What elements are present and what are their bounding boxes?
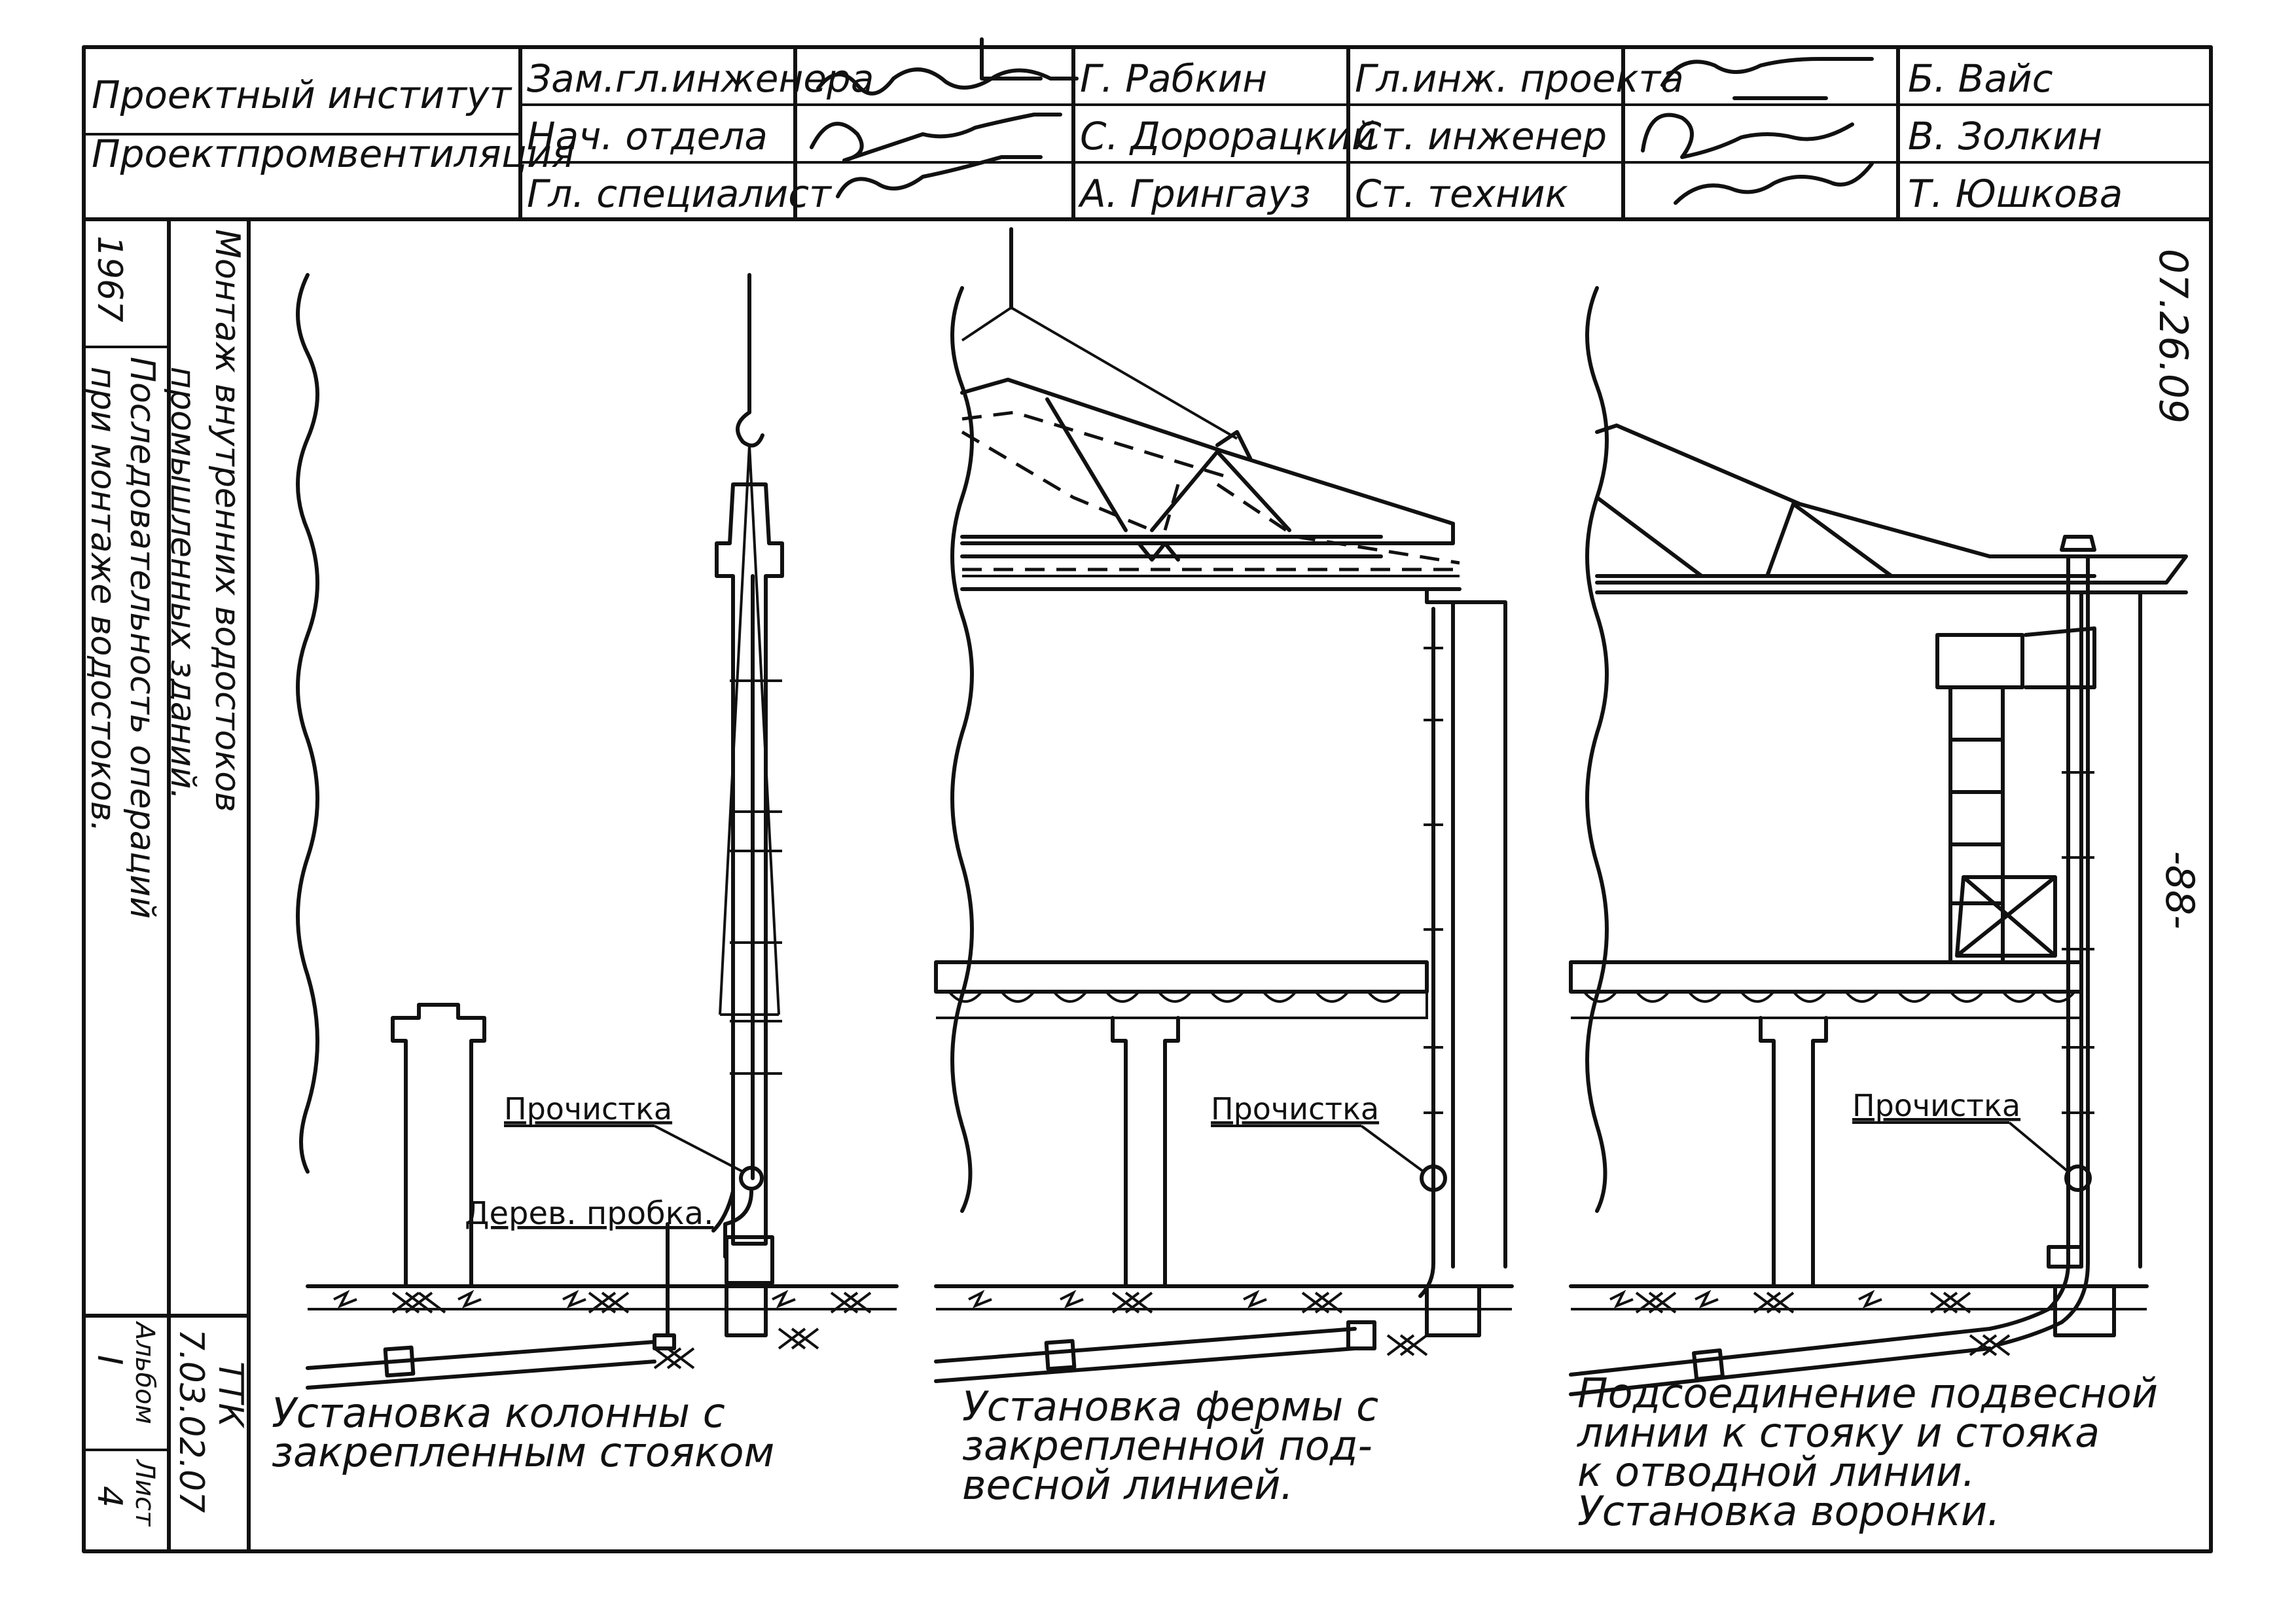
scaffold-base	[1955, 875, 2057, 958]
column	[2079, 590, 2142, 1269]
document-code: 7.03.02.07	[171, 1329, 211, 1513]
position-deputy-chief-engineer: Зам.гл.инженера	[527, 56, 874, 101]
album-label: Альбом	[130, 1320, 160, 1424]
name-vais: Б. Вайс	[1908, 56, 2053, 101]
break-line	[950, 286, 974, 1213]
signature-1-stroke	[980, 37, 1043, 81]
signature-1	[816, 67, 1079, 96]
floor-slab	[934, 960, 1429, 994]
panel-2-caption-line1: Установка фермы с	[962, 1382, 1378, 1430]
side-subtitle-line2: при монтаже водостоков.	[83, 367, 122, 832]
panel-3-caption-line3: к отводной линии.	[1577, 1448, 1975, 1496]
column	[1425, 587, 1507, 1269]
org-name-line1: Проектный институт	[92, 73, 512, 117]
panel-3-caption-line4: Установка воронки.	[1577, 1487, 2000, 1535]
signature-6	[1674, 162, 1874, 205]
name-zolkin: В. Золкин	[1908, 114, 2102, 158]
panel-1-caption-line2: закрепленным стояком	[272, 1428, 774, 1476]
panel-1-plug-label: Дерев. пробка.	[465, 1195, 713, 1232]
sheet-number: 07.26.09	[2150, 249, 2196, 424]
panel-2-truss-installation: Прочистка Установка фермы с закрепленной…	[934, 227, 1514, 1509]
crane-hook	[736, 410, 764, 448]
cleanout-fitting	[2064, 1164, 2092, 1192]
existing-column	[391, 1003, 486, 1288]
panel-2-cleanout-label: Прочистка	[1211, 1091, 1379, 1127]
signature-5	[1641, 113, 1854, 159]
name-gringauz: А. Грингауз	[1077, 171, 1310, 216]
break-line	[1585, 286, 1609, 1213]
foundation	[725, 1284, 768, 1337]
panel-1-caption-line1: Установка колонны с	[272, 1389, 725, 1437]
position-department-head: Нач. отдела	[527, 114, 768, 158]
wooden-plug	[653, 1333, 676, 1350]
roof-truss	[1595, 424, 2188, 585]
signature-3	[836, 155, 1043, 198]
riser-elbow	[711, 1189, 753, 1259]
name-rabkin: Г. Рабкин	[1080, 56, 1267, 101]
title-block: Проектный институт Проектпромвентиляция …	[82, 37, 2213, 221]
code-label: ТТК	[211, 1362, 250, 1429]
panel-2-caption-line2: закрепленной под-	[962, 1422, 1372, 1470]
sheet-value: 4	[90, 1486, 129, 1507]
panel-3-cleanout-label: Прочистка	[1852, 1088, 2020, 1123]
cleanout-fitting	[1420, 1164, 1447, 1192]
scaffold-ladder	[1948, 685, 2005, 964]
position-chief-project-engineer: Гл.инж. проекта	[1355, 56, 1684, 101]
lower-column	[1111, 1016, 1180, 1288]
outlet-pipe	[306, 1340, 656, 1390]
hanging-pipe	[2066, 554, 2090, 1265]
sheet-frame	[82, 45, 2213, 1553]
side-title-line2: промышленных зданий.	[163, 367, 202, 800]
year: 1967	[90, 236, 129, 322]
album-value: I	[90, 1355, 129, 1365]
side-subtitle-line1: Последовательность операций	[122, 357, 162, 919]
cleanout-fitting	[739, 1166, 764, 1191]
foundation	[1425, 1284, 1481, 1337]
position-senior-engineer: Ст. инженер	[1355, 114, 1607, 158]
roof-truss	[960, 378, 1455, 545]
break-line	[296, 273, 319, 1174]
org-name-line2: Проектпромвентиляция	[92, 132, 575, 176]
floor-slab	[1569, 960, 2083, 994]
lower-column	[1759, 1016, 1828, 1288]
signature-2	[810, 113, 1062, 162]
column-being-installed	[715, 482, 784, 1246]
outlet-pipe	[934, 1327, 1357, 1383]
panel-1-cleanout-label: Прочистка	[504, 1091, 672, 1127]
position-senior-technician: Ст. техник	[1355, 171, 1568, 216]
name-yushkova: Т. Юшкова	[1908, 171, 2123, 216]
side-title-line1: Монтаж внутренних водостоков	[207, 229, 247, 812]
slings	[961, 306, 1238, 440]
pipe-socket	[383, 1345, 416, 1378]
name-domoratsky: С. Дорорацкий	[1080, 114, 1376, 158]
panel-3-caption-line2: линии к стояку и стояка	[1577, 1409, 2100, 1456]
panel-3-caption-line1: Подсоединение подвесной	[1577, 1369, 2158, 1417]
panel-1-column-installation: Прочистка Дерев. пробка. Установка колон…	[272, 273, 899, 1476]
riser-to-outlet-connection	[1988, 1261, 2090, 1347]
panel-2-caption-line3: весной линией.	[962, 1461, 1293, 1509]
foundation	[2053, 1284, 2116, 1337]
signature-4	[1660, 57, 1874, 100]
position-chief-specialist: Гл. специалист	[527, 171, 833, 216]
truss-outline-dashed	[961, 410, 1460, 571]
scaffold-platform	[1935, 626, 2096, 689]
outlet-pipe	[1569, 1327, 1992, 1396]
side-panel: 1967 Монтаж внутренних водостоков промыш…	[82, 217, 251, 1553]
sheet-label: Лист	[130, 1458, 160, 1527]
slings	[719, 444, 780, 1016]
page-number: -88-	[2157, 851, 2202, 929]
panel-3-connection-and-funnel: Прочистка Подсоединение подвесной линии …	[1569, 286, 2188, 1535]
roof-funnel	[2060, 535, 2096, 552]
